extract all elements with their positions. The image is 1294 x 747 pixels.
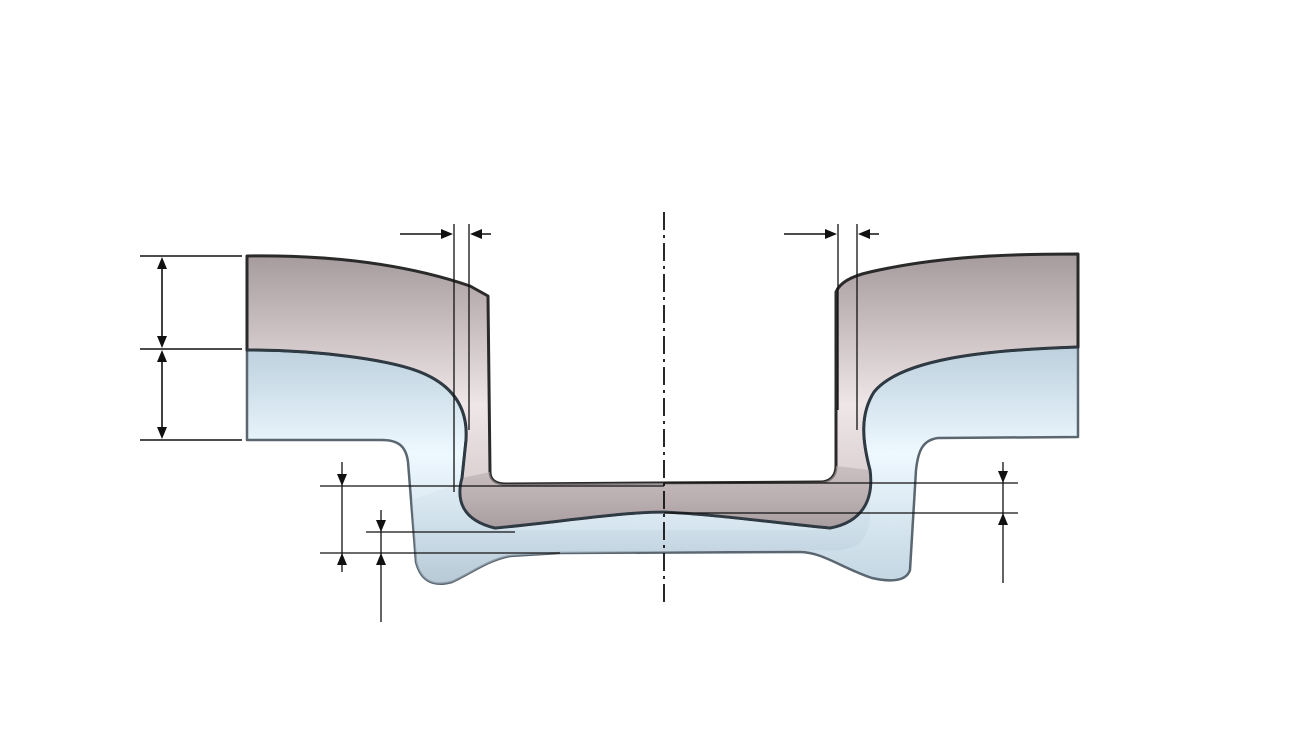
lower-sheet-bottom-shade	[412, 480, 871, 584]
bottom-right-dimensions	[664, 462, 1018, 583]
left-wall-gap-dimension	[400, 224, 491, 492]
bottom-left-dimensions	[320, 462, 664, 622]
right-wall-gap-dimension	[784, 224, 879, 430]
left-thickness-dimensions	[140, 255, 242, 441]
sheet-interface-line	[246, 345, 1079, 530]
